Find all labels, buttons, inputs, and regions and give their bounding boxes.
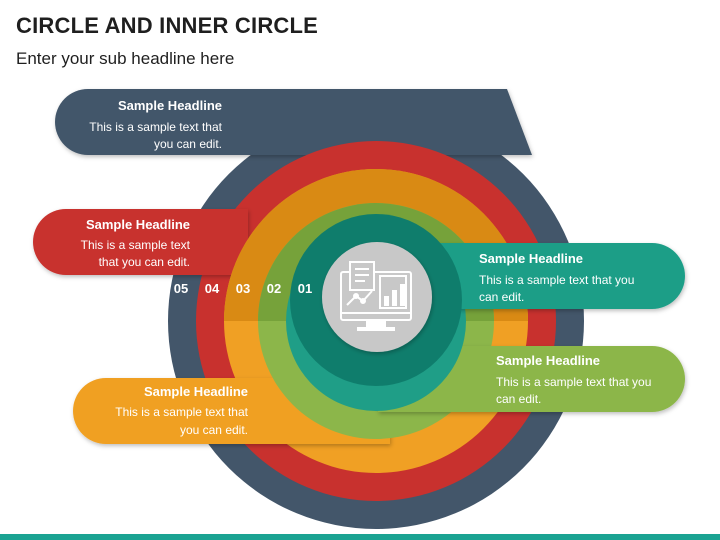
page-subtitle: Enter your sub headline here [16, 49, 235, 68]
callout-02-line1: This is a sample text that you [496, 375, 651, 389]
footer-bar [0, 534, 720, 540]
ring-number-03: 03 [236, 281, 250, 296]
callout-03-line1: This is a sample text that [115, 405, 248, 419]
callout-03-headline: Sample Headline [144, 384, 248, 399]
callout-01-line1: This is a sample text that you [479, 273, 634, 287]
callout-04-line2: that you can edit. [99, 255, 190, 269]
callout-05-shape [55, 89, 532, 155]
callout-03-line2: you can edit. [180, 423, 248, 437]
callout-04-headline: Sample Headline [86, 217, 190, 232]
monitor-analytics-icon [340, 261, 412, 331]
callout-02-headline: Sample Headline [496, 353, 600, 368]
center-circle [322, 242, 432, 352]
ring-number-04: 04 [205, 281, 220, 296]
callout-05-headline: Sample Headline [118, 98, 222, 113]
ring-number-01: 01 [298, 281, 312, 296]
callout-02-line2: can edit. [496, 392, 541, 406]
callout-01-line2: can edit. [479, 290, 524, 304]
callout-04-shape [33, 209, 248, 275]
ring-number-02: 02 [267, 281, 281, 296]
ring-number-05: 05 [174, 281, 188, 296]
callout-01-headline: Sample Headline [479, 251, 583, 266]
page-title: CIRCLE AND INNER CIRCLE [16, 13, 319, 38]
callout-04-line1: This is a sample text [81, 238, 191, 252]
callout-05-line2: you can edit. [154, 137, 222, 151]
callout-05-line1: This is a sample text that [89, 120, 222, 134]
